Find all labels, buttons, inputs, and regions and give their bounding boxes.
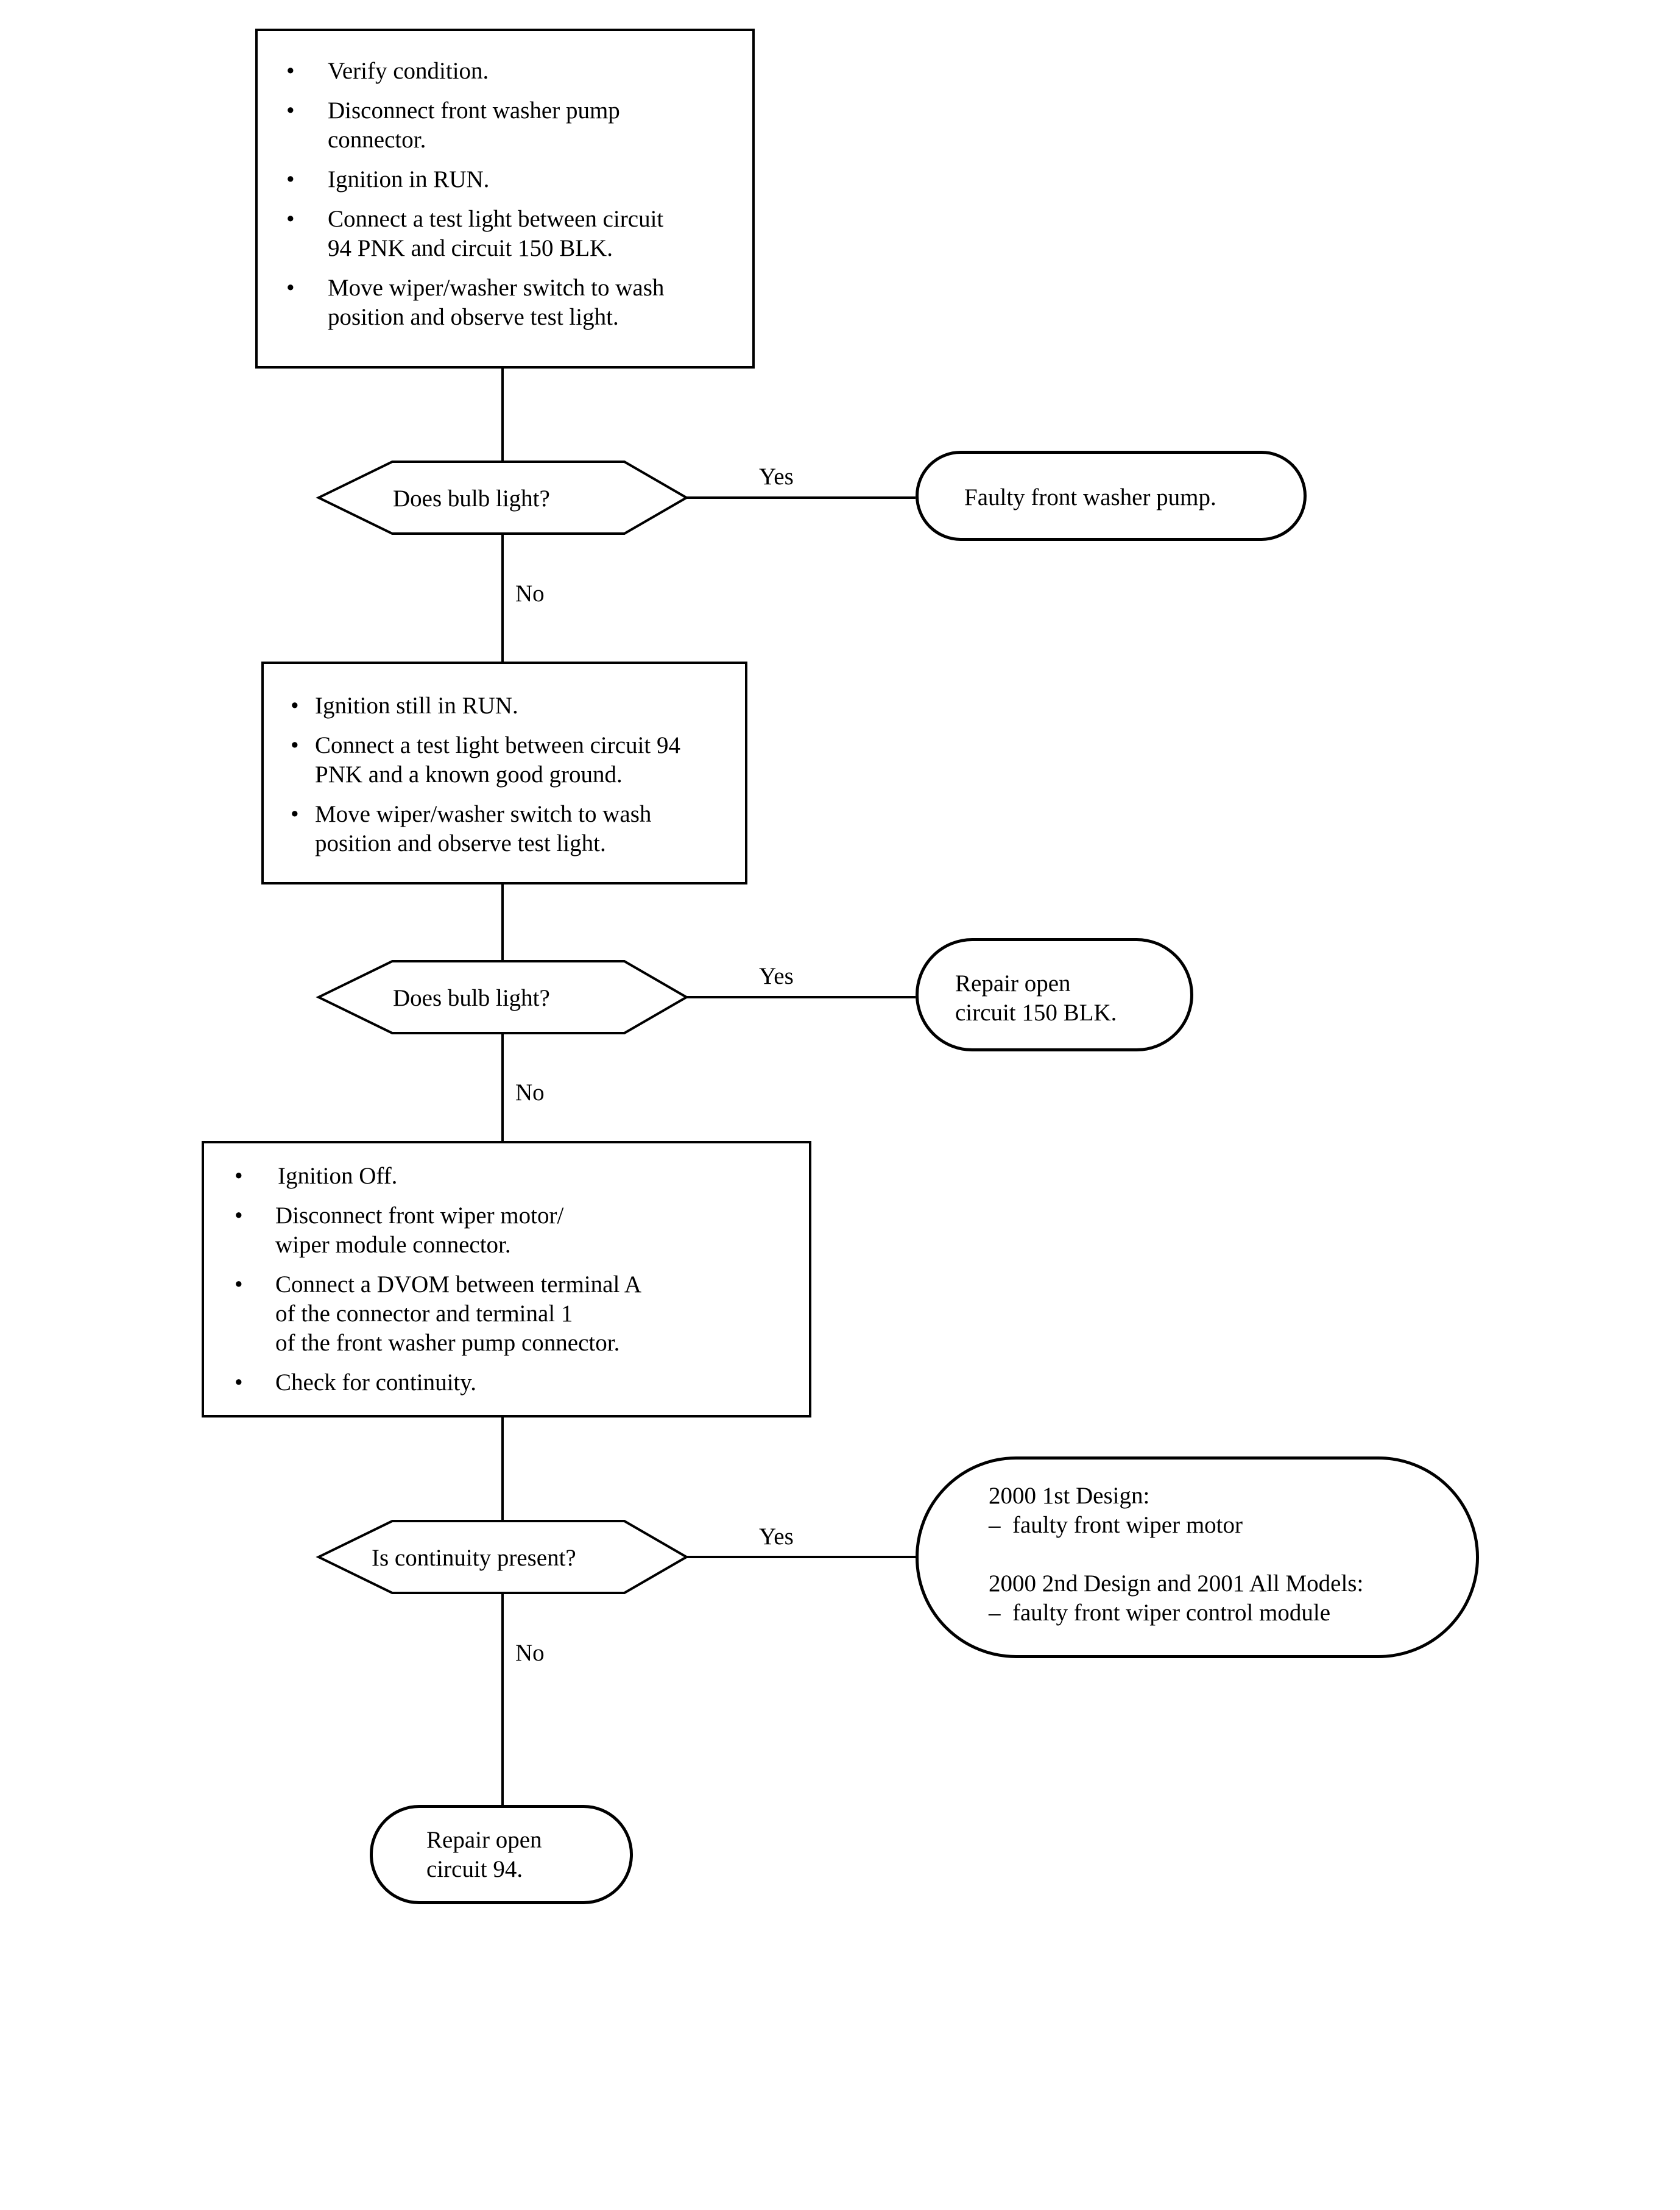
step3-list: •Ignition Off. •Disconnect front wiper m… xyxy=(235,1162,809,1397)
result1-text: Faulty front washer pump. xyxy=(964,484,1216,510)
result4-terminal: Repair open circuit 94. xyxy=(370,1805,633,1904)
result3-line2: – faulty front wiper motor xyxy=(989,1512,1243,1538)
result3-spacer xyxy=(989,1540,1476,1569)
decision2-no-label: No xyxy=(515,1079,545,1106)
decision1-question: Does bulb light? xyxy=(393,485,550,512)
step1-box: •Verify condition. •Disconnect front was… xyxy=(255,29,755,369)
result3-terminal: 2000 1st Design: – faulty front wiper mo… xyxy=(916,1456,1479,1658)
result2-line2: circuit 150 BLK. xyxy=(955,1000,1117,1026)
result3-line1: 2000 1st Design: xyxy=(989,1483,1150,1509)
result4-line1: Repair open xyxy=(426,1827,542,1853)
decision3-question: Is continuity present? xyxy=(372,1545,576,1571)
result1-terminal: Faulty front washer pump. xyxy=(916,451,1307,541)
step2-box: •Ignition still in RUN. •Connect a test … xyxy=(261,662,747,884)
result3-line3: 2000 2nd Design and 2001 All Models: xyxy=(989,1570,1364,1597)
result3-line4: – faulty front wiper control module xyxy=(989,1600,1331,1626)
step2-item: •Connect a test light between circuit 94… xyxy=(291,732,680,788)
step2-list: •Ignition still in RUN. •Connect a test … xyxy=(291,691,745,858)
step3-box: •Ignition Off. •Disconnect front wiper m… xyxy=(202,1141,811,1417)
step2-item: •Ignition still in RUN. xyxy=(291,693,518,719)
decision1-diamond xyxy=(316,461,689,535)
result2-terminal: Repair open circuit 150 BLK. xyxy=(916,938,1193,1051)
decision2-yes-label: Yes xyxy=(759,963,794,989)
decision2-diamond xyxy=(316,960,689,1034)
decision1-yes-label: Yes xyxy=(759,464,794,490)
result4-line2: circuit 94. xyxy=(426,1856,523,1882)
step1-item: •Ignition in RUN. xyxy=(286,166,490,192)
decision1-no-label: No xyxy=(515,581,545,607)
decision3-no-label: No xyxy=(515,1640,545,1666)
decision2-question: Does bulb light? xyxy=(393,985,550,1011)
step1-list: •Verify condition. •Disconnect front was… xyxy=(286,57,752,332)
decision3-diamond xyxy=(316,1520,689,1594)
step1-item: •Verify condition. xyxy=(286,58,489,84)
step3-item: •Disconnect front wiper motor/wiper modu… xyxy=(235,1202,564,1258)
decision3-yes-label: Yes xyxy=(759,1523,794,1550)
step3-item: •Ignition Off. xyxy=(235,1163,398,1189)
step3-item: •Check for continuity. xyxy=(235,1369,476,1396)
result2-line1: Repair open xyxy=(955,970,1071,997)
